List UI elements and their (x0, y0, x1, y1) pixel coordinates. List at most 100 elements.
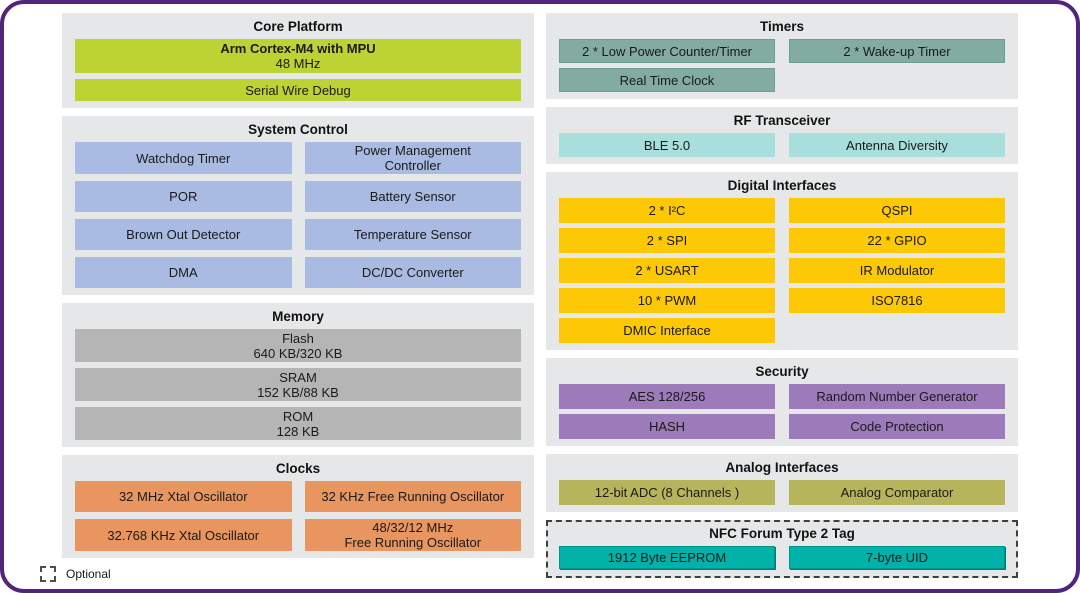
block-48-32-12mhz-free-running-oscillator: 48/32/12 MHz Free Running Oscillator (304, 519, 521, 551)
block-label: Brown Out Detector (126, 227, 241, 242)
block-label: Real Time Clock (619, 72, 715, 88)
block-label: 2 * Low Power Counter/Timer (581, 43, 753, 59)
section-digital-interfaces: Digital Interfaces 2 * I²C QSPI 2 * SPI … (546, 172, 1018, 350)
section-title-timers: Timers (759, 19, 805, 34)
block-label: AES 128/256 (628, 389, 706, 404)
optional-dashed-icon (40, 566, 56, 582)
block-spi: 2 * SPI (559, 228, 775, 253)
nfc-blocks: 1912 Byte EEPROM 7-byte UID (559, 546, 1005, 569)
section-title-system-control: System Control (248, 122, 348, 137)
block-label: 32 KHz Free Running Oscillator (321, 489, 505, 504)
right-column: Timers 2 * Low Power Counter/Timer 2 * W… (546, 13, 1018, 578)
block-brown-out-detector: Brown Out Detector (75, 219, 292, 250)
block-qspi: QSPI (789, 198, 1005, 223)
block-power-management-controller: Power Management Controller (304, 142, 521, 174)
block-label: 1912 Byte EEPROM (607, 550, 727, 565)
block-sublabel: 48 MHz (275, 56, 321, 71)
block-usart: 2 * USART (559, 258, 775, 283)
block-por: POR (75, 181, 292, 212)
block-label: Battery Sensor (369, 189, 456, 204)
section-title-nfc: NFC Forum Type 2 Tag (709, 526, 855, 541)
memory-blocks: Flash 640 KB/320 KB SRAM 152 KB/88 KB RO… (75, 329, 521, 440)
block-label: 48/32/12 MHz (372, 520, 454, 535)
section-title-analog-interfaces: Analog Interfaces (725, 460, 839, 475)
block-label: Temperature Sensor (353, 227, 472, 242)
block-label: 7-byte UID (865, 550, 929, 565)
clocks-blocks: 32 MHz Xtal Oscillator 32 KHz Free Runni… (75, 481, 521, 551)
block-label: 2 * Wake-up Timer (843, 43, 951, 59)
block-sublabel: Free Running Oscillator (344, 535, 482, 550)
block-dma: DMA (75, 257, 292, 288)
block-aes: AES 128/256 (559, 384, 775, 409)
block-label: 2 * I²C (648, 203, 686, 218)
block-label: DMIC Interface (623, 323, 711, 338)
block-label: 22 * GPIO (867, 233, 927, 248)
block-label: ROM (282, 408, 314, 424)
block-label: Watchdog Timer (136, 150, 231, 166)
block-label: Analog Comparator (840, 485, 954, 500)
block-label: Random Number Generator (816, 389, 978, 404)
security-blocks: AES 128/256 Random Number Generator HASH… (559, 384, 1005, 439)
block-watchdog-timer: Watchdog Timer (75, 142, 292, 174)
section-security: Security AES 128/256 Random Number Gener… (546, 358, 1018, 446)
digital-interfaces-blocks: 2 * I²C QSPI 2 * SPI 22 * GPIO 2 * USART (559, 198, 1005, 343)
block-gpio: 22 * GPIO (789, 228, 1005, 253)
block-pwm: 10 * PWM (559, 288, 775, 313)
left-column: Core Platform Arm Cortex-M4 with MPU 48 … (62, 13, 534, 578)
section-title-digital-interfaces: Digital Interfaces (727, 178, 837, 193)
block-label: DC/DC Converter (361, 265, 464, 280)
block-wake-up-timer: 2 * Wake-up Timer (789, 39, 1005, 63)
block-dcdc-converter: DC/DC Converter (304, 257, 521, 288)
block-battery-sensor: Battery Sensor (304, 181, 521, 212)
rf-blocks: BLE 5.0 Antenna Diversity (559, 133, 1005, 157)
block-real-time-clock: Real Time Clock (559, 68, 775, 92)
block-eeprom: 1912 Byte EEPROM (559, 546, 775, 569)
timers-blocks: 2 * Low Power Counter/Timer 2 * Wake-up … (559, 39, 1005, 92)
system-control-blocks: Watchdog Timer Power Management Controll… (75, 142, 521, 288)
block-sublabel: 640 KB/320 KB (253, 345, 343, 361)
block-label: IR Modulator (859, 263, 935, 278)
block-label: 32 MHz Xtal Oscillator (118, 489, 248, 504)
section-clocks: Clocks 32 MHz Xtal Oscillator 32 KHz Fre… (62, 455, 534, 558)
block-analog-comparator: Analog Comparator (789, 480, 1005, 505)
section-memory: Memory Flash 640 KB/320 KB SRAM 152 KB/8… (62, 303, 534, 447)
block-label: Power Management (354, 143, 471, 158)
block-32khz-free-running-oscillator: 32 KHz Free Running Oscillator (304, 481, 521, 512)
section-title-core-platform: Core Platform (253, 19, 343, 34)
block-serial-wire-debug: Serial Wire Debug (75, 79, 521, 101)
block-label: Arm Cortex-M4 with MPU (220, 41, 376, 56)
block-12bit-adc: 12-bit ADC (8 Channels ) (559, 480, 775, 505)
optional-legend: Optional (40, 566, 111, 582)
section-timers: Timers 2 * Low Power Counter/Timer 2 * W… (546, 13, 1018, 99)
block-label: 2 * SPI (646, 233, 688, 248)
section-title-clocks: Clocks (275, 461, 321, 476)
block-label: Code Protection (850, 419, 944, 434)
block-7byte-uid: 7-byte UID (789, 546, 1005, 569)
section-title-security: Security (755, 364, 809, 379)
block-i2c: 2 * I²C (559, 198, 775, 223)
block-label: 12-bit ADC (8 Channels ) (594, 485, 740, 500)
block-label: Flash (282, 330, 314, 346)
block-label: HASH (648, 419, 686, 434)
optional-legend-label: Optional (66, 567, 111, 581)
block-low-power-counter-timer: 2 * Low Power Counter/Timer (559, 39, 775, 63)
block-iso7816: ISO7816 (789, 288, 1005, 313)
block-temperature-sensor: Temperature Sensor (304, 219, 521, 250)
block-rom: ROM 128 KB (75, 407, 521, 440)
analog-interfaces-blocks: 12-bit ADC (8 Channels ) Analog Comparat… (559, 480, 1005, 505)
block-label: 2 * USART (635, 263, 699, 278)
block-sublabel: Controller (384, 158, 441, 173)
section-core-platform: Core Platform Arm Cortex-M4 with MPU 48 … (62, 13, 534, 108)
block-dmic-interface: DMIC Interface (559, 318, 775, 343)
block-32mhz-xtal-oscillator: 32 MHz Xtal Oscillator (75, 481, 292, 512)
block-label: 10 * PWM (637, 293, 697, 308)
block-label: Antenna Diversity (846, 137, 948, 153)
block-label: Serial Wire Debug (245, 82, 351, 98)
section-analog-interfaces: Analog Interfaces 12-bit ADC (8 Channels… (546, 454, 1018, 512)
block-arm-cortex-m4-mpu: Arm Cortex-M4 with MPU 48 MHz (75, 39, 521, 73)
block-ir-modulator: IR Modulator (789, 258, 1005, 283)
block-label: QSPI (881, 203, 913, 218)
block-hash: HASH (559, 414, 775, 439)
section-rf-transceiver: RF Transceiver BLE 5.0 Antenna Diversity (546, 107, 1018, 164)
